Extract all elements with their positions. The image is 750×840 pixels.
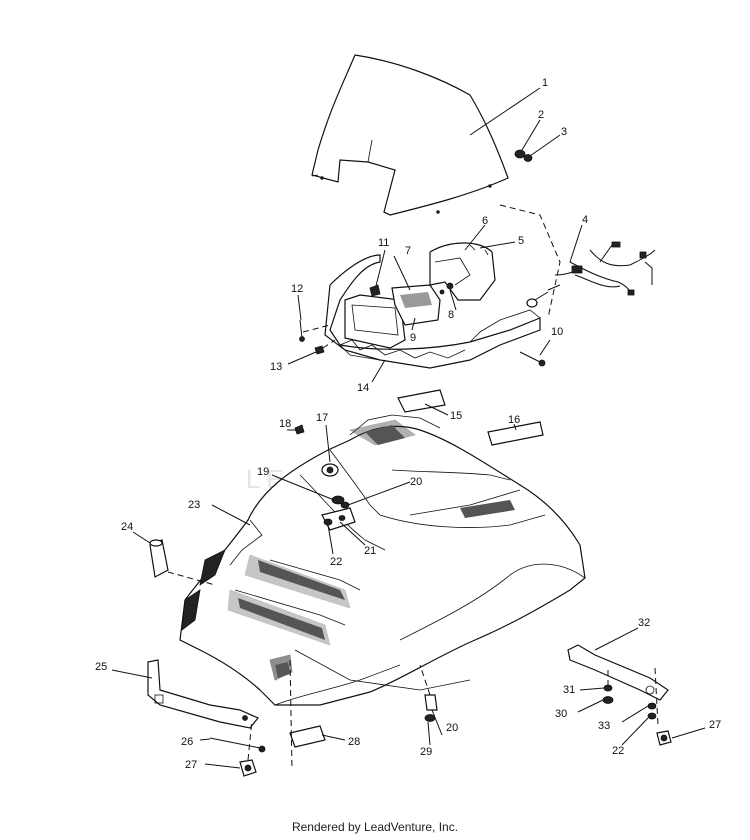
latch-27-right (656, 730, 672, 746)
callout-22a: 22 (330, 556, 342, 568)
callout-18: 18 (279, 418, 291, 430)
callout-19: 19 (257, 466, 269, 478)
latch-27-left (239, 719, 257, 777)
left-bracket (147, 659, 259, 729)
callout-11: 11 (378, 237, 389, 249)
nacelle-base (324, 254, 541, 383)
callout-26: 26 (181, 736, 193, 748)
footer-credit: Rendered by LeadVenture, Inc. (291, 820, 459, 834)
callout-28: 28 (348, 736, 360, 748)
hood-grip-24 (149, 539, 216, 586)
headlight-cover (429, 242, 496, 301)
wiring-harness (526, 241, 656, 308)
callout-labels: 1 2 3 4 5 6 7 8 9 10 11 12 13 14 15 16 1… (95, 77, 721, 771)
callout-1: 1 (542, 77, 548, 89)
washers-31-30 (602, 670, 614, 704)
right-bracket (567, 644, 669, 726)
callout-29: 29 (420, 746, 432, 758)
screw-12 (299, 319, 331, 342)
callout-13: 13 (270, 361, 282, 373)
nut-13 (314, 339, 336, 355)
nut-and-washer (514, 149, 533, 162)
callout-22b: 22 (612, 745, 624, 757)
callout-27b: 27 (709, 719, 721, 731)
callout-17: 17 (316, 412, 328, 424)
callout-9: 9 (410, 332, 416, 344)
washers-33-22 (647, 702, 657, 720)
callout-25: 25 (95, 661, 107, 673)
headlight-housing (344, 284, 441, 349)
callout-21: 21 (364, 545, 376, 557)
callout-31: 31 (563, 684, 575, 696)
callout-20a: 20 (410, 476, 422, 488)
callout-33: 33 (598, 720, 610, 732)
callout-20b: 20 (446, 722, 458, 734)
callout-15: 15 (450, 410, 462, 422)
callout-7: 7 (405, 245, 411, 257)
callout-16: 16 (508, 414, 520, 426)
screw-10 (519, 351, 546, 367)
decal-15 (397, 389, 446, 413)
callout-3: 3 (561, 126, 567, 138)
hood-hardware (294, 424, 356, 531)
callout-24: 24 (121, 521, 133, 533)
lower-nut (419, 664, 438, 722)
callout-23: 23 (188, 499, 200, 511)
windshield (311, 54, 509, 216)
decal-28 (289, 725, 326, 748)
callout-12: 12 (291, 283, 303, 295)
callout-5: 5 (518, 235, 524, 247)
decal-16 (487, 421, 544, 446)
leader-lines (111, 87, 706, 769)
callout-27a: 27 (185, 759, 197, 771)
callout-2: 2 (538, 109, 544, 121)
callout-6: 6 (482, 215, 488, 227)
callout-14: 14 (357, 382, 369, 394)
callout-4: 4 (582, 214, 588, 226)
callout-10: 10 (551, 326, 563, 338)
bulb (369, 284, 381, 297)
hood (179, 414, 586, 706)
callout-8: 8 (448, 309, 454, 321)
bolt-26 (209, 737, 266, 753)
callout-30: 30 (555, 708, 567, 720)
callout-32: 32 (638, 617, 650, 629)
